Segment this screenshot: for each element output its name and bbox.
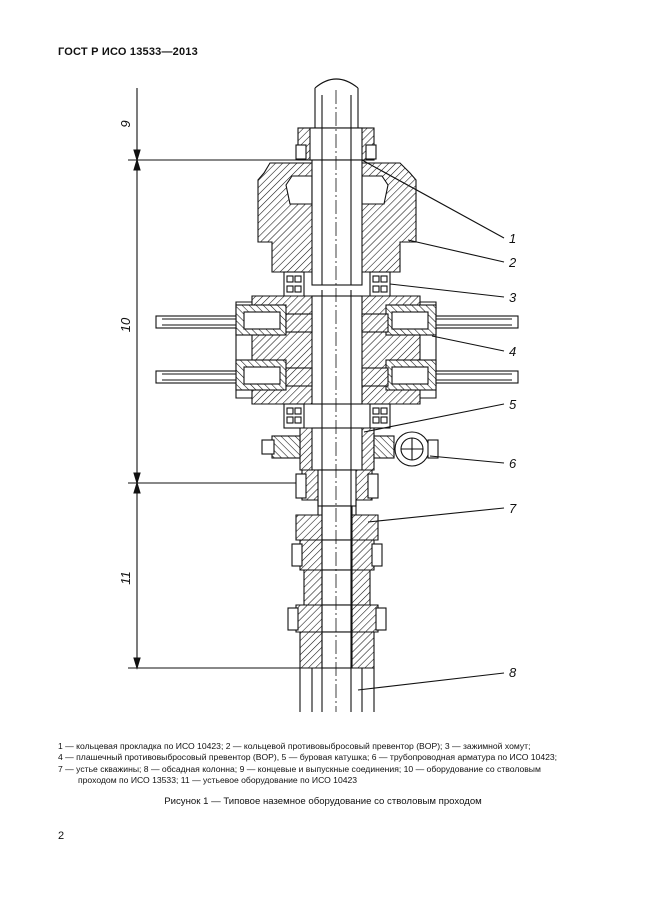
- dimension-9: 9: [118, 120, 133, 127]
- callout-4: 4: [509, 344, 516, 359]
- callout-8: 8: [509, 665, 517, 680]
- legend-line: 4 — плашечный противовыбросовый превенто…: [58, 752, 558, 763]
- callout-5: 5: [509, 397, 517, 412]
- legend-line: 1 — кольцевая прокладка по ИСО 10423; 2 …: [58, 741, 531, 751]
- document-header: ГОСТ Р ИСО 13533—2013: [58, 46, 198, 58]
- callout-6: 6: [509, 456, 517, 471]
- figure-caption: Рисунок 1 — Типовое наземное оборудовани…: [164, 796, 482, 807]
- figure-legend: 1 — кольцевая прокладка по ИСО 10423; 2 …: [58, 741, 592, 787]
- callout-2: 2: [508, 255, 517, 270]
- page-number: 2: [58, 830, 65, 842]
- dimension-11: 11: [118, 571, 133, 585]
- legend-line: 7 — устье скважины; 8 — обсадная колонна…: [58, 763, 541, 774]
- legend-line: проходом по ИСО 13533; 11 — устьевое обо…: [78, 775, 358, 786]
- callout-7: 7: [509, 501, 517, 516]
- callout-1: 1: [509, 231, 516, 246]
- callout-3: 3: [509, 290, 517, 305]
- dimension-10: 10: [118, 317, 133, 332]
